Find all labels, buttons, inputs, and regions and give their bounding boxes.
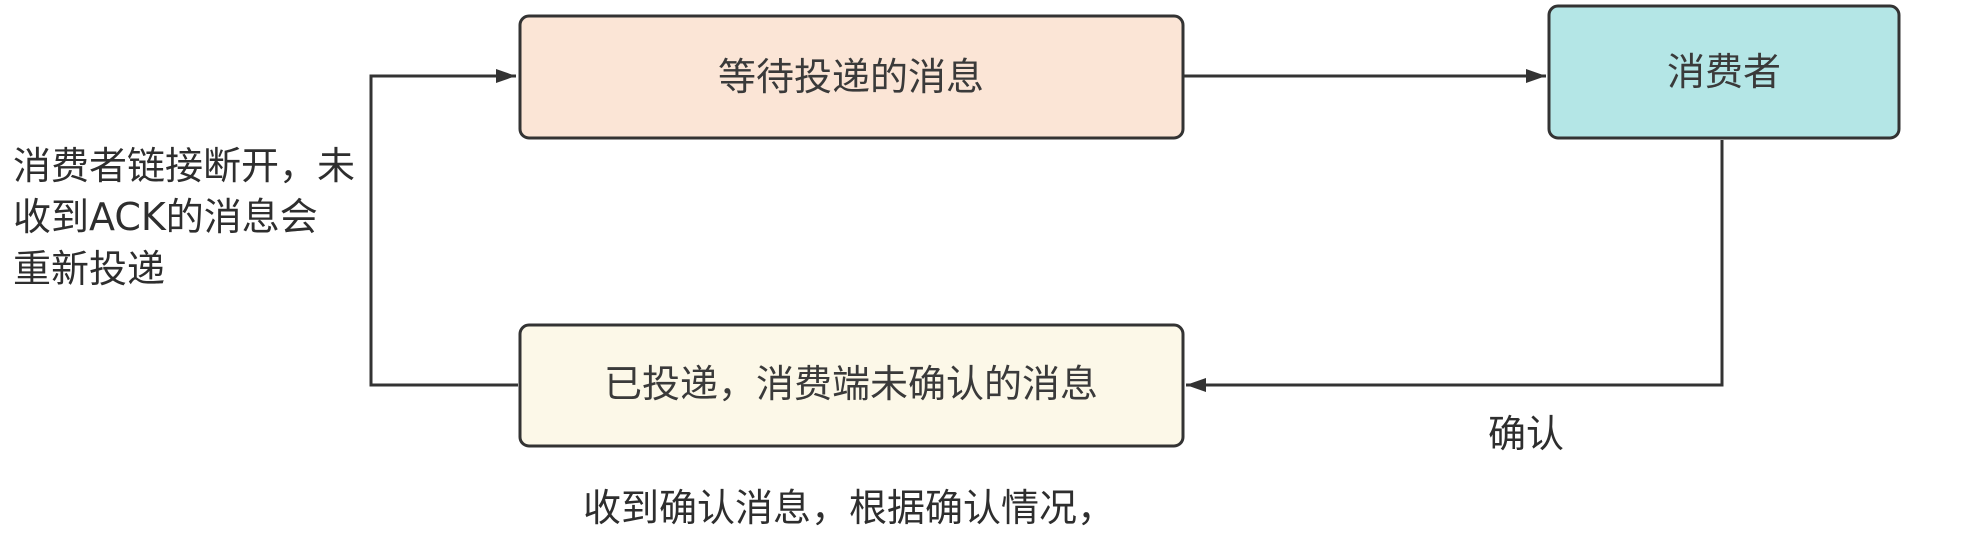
node-consumer-box: [1547, 4, 1901, 140]
node-consumer: 消费者: [1547, 4, 1901, 140]
node-unacked-messages: 已投递，消费端未确认的消息: [518, 323, 1185, 448]
node-waiting-box: [518, 14, 1185, 140]
edge-unacked-to-waiting: [369, 69, 518, 387]
redeliver-note-line-3: 重新投递: [13, 247, 165, 291]
redeliver-note-line-2: 收到ACK的消息会: [13, 195, 318, 239]
confirm-label: 确认: [1488, 412, 1564, 456]
node-unacked-box: [518, 323, 1185, 448]
node-consumer-label: 消费者: [1667, 50, 1781, 94]
redeliver-annotation: 消费者链接断开，未 收到ACK的消息会 重新投递: [13, 144, 355, 291]
node-waiting-label: 等待投递的消息: [718, 55, 984, 99]
node-waiting-messages: 等待投递的消息: [518, 14, 1185, 140]
edge-consumer-to-unacked: [1186, 140, 1724, 392]
redeliver-note-line-1: 消费者链接断开，未: [13, 144, 355, 188]
node-unacked-label: 已投递，消费端未确认的消息: [604, 362, 1098, 406]
bottom-note: 收到确认消息，根据确认情况，: [583, 486, 1115, 530]
